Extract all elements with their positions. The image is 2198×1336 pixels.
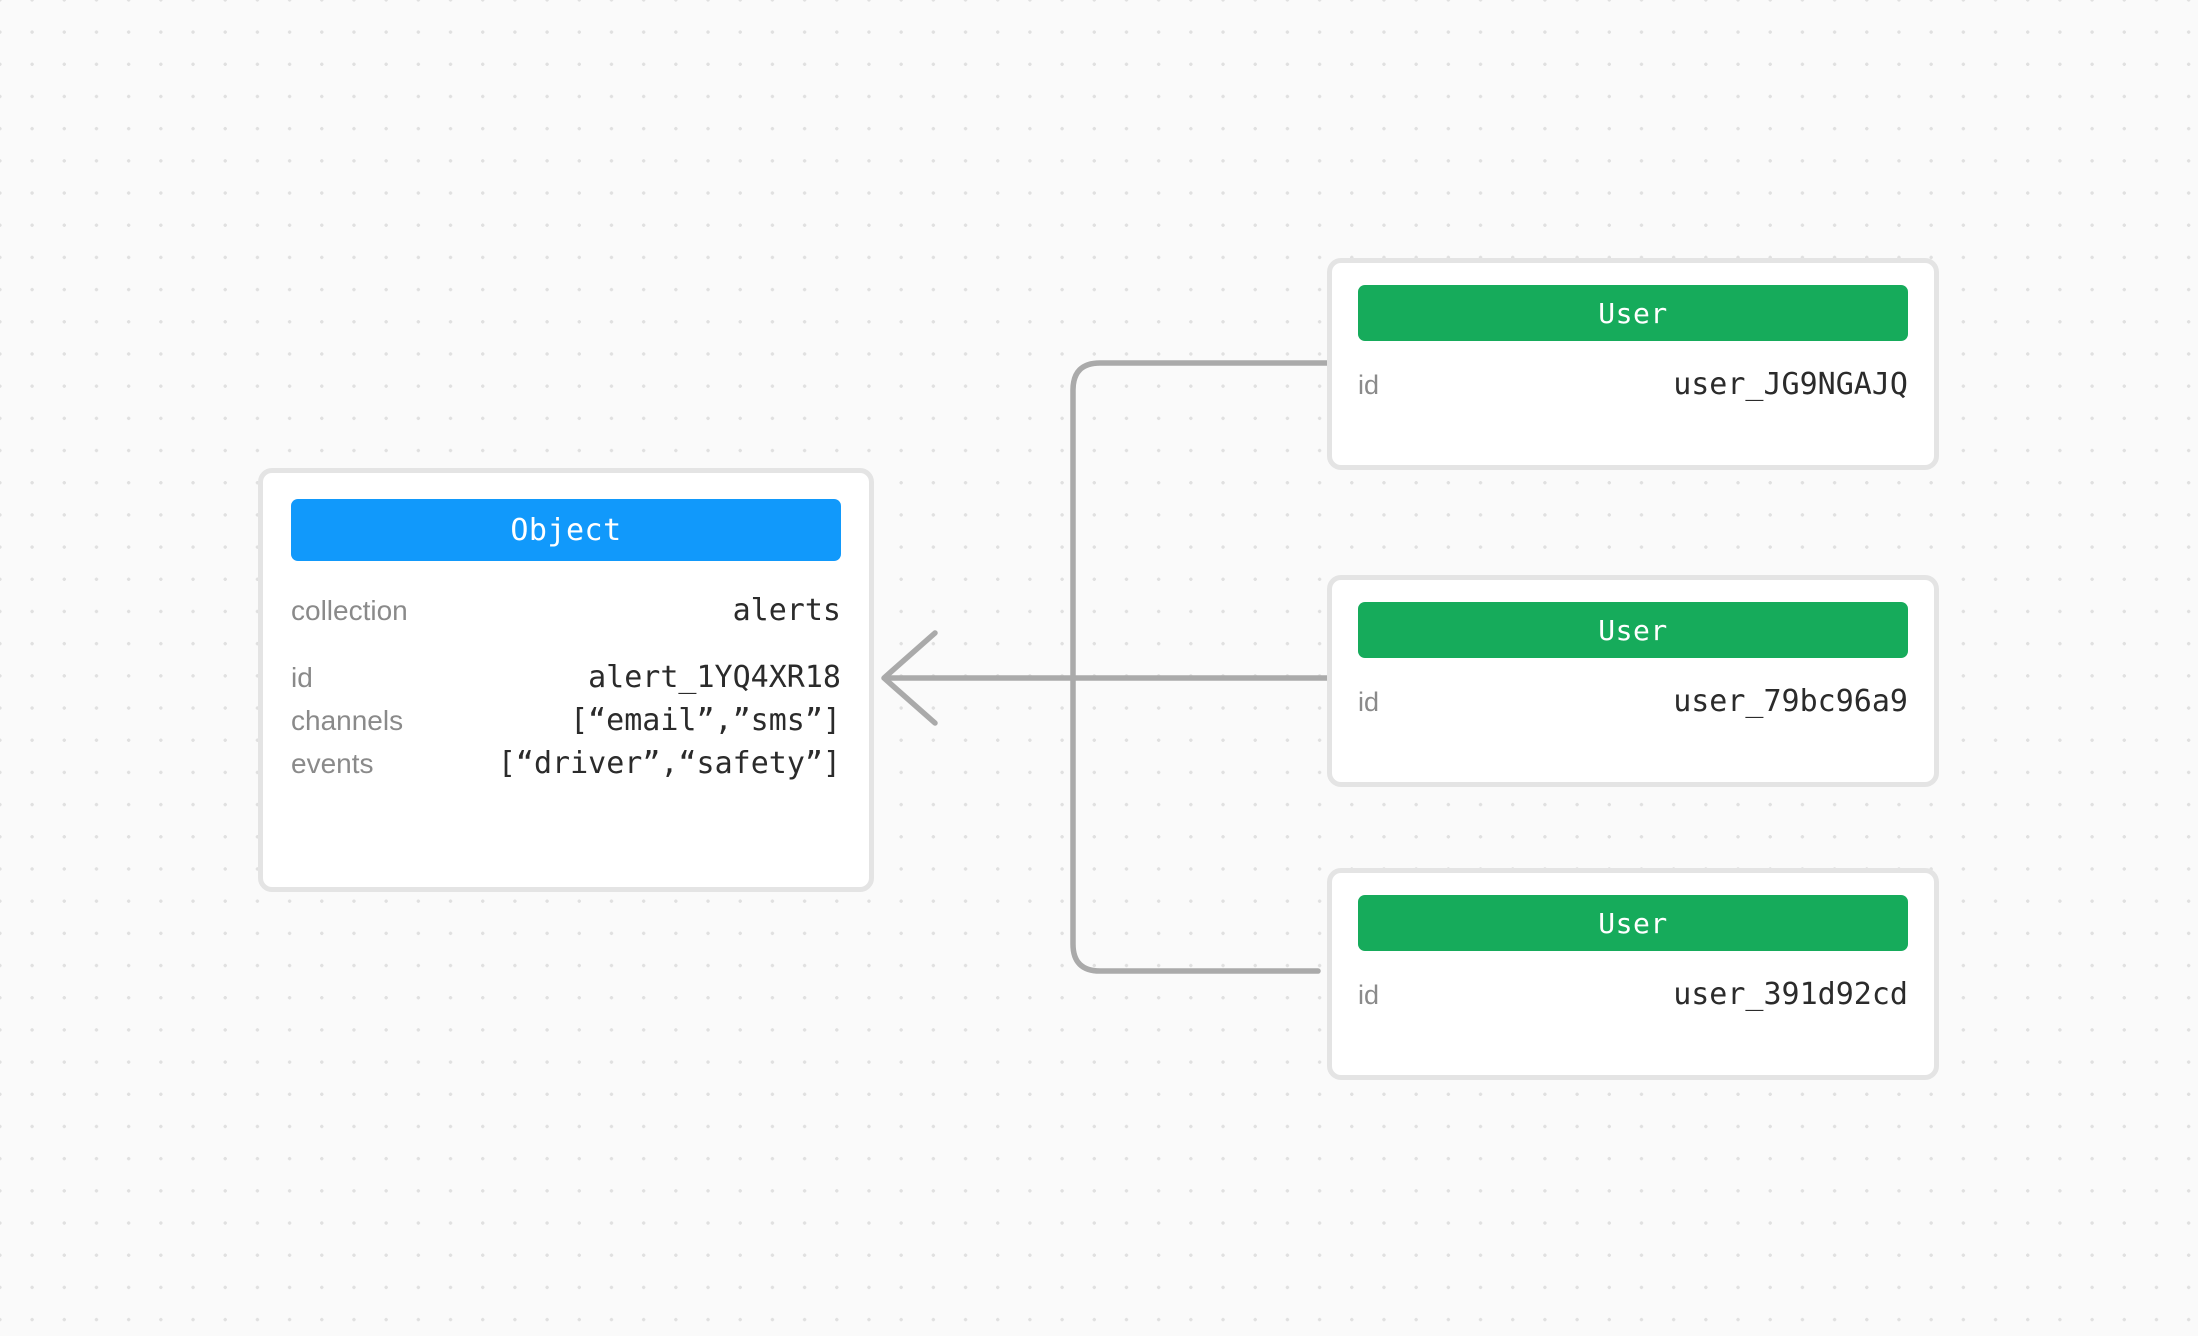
object-node-card[interactable]: Object collection alerts id alert_1YQ4XR… xyxy=(258,468,874,892)
user-node-header: User xyxy=(1358,602,1908,658)
table-row: id user_79bc96a9 xyxy=(1358,684,1908,719)
user-node-header: User xyxy=(1358,895,1908,951)
row-key-channels: channels xyxy=(291,705,404,736)
row-value-id: alert_1YQ4XR18 xyxy=(588,660,841,695)
row-value-channels: [“email”,”sms”] xyxy=(570,703,841,738)
table-row: channels [“email”,”sms”] xyxy=(291,699,841,742)
table-row: id user_JG9NGAJQ xyxy=(1358,367,1908,402)
row-key-events: events xyxy=(291,748,374,779)
user-node-card[interactable]: User id user_79bc96a9 xyxy=(1327,575,1939,787)
row-key-id: id xyxy=(1358,687,1380,717)
table-row: id alert_1YQ4XR18 xyxy=(291,656,841,699)
user-node-rows: id user_79bc96a9 xyxy=(1358,684,1908,719)
table-row: collection alerts xyxy=(291,589,841,632)
edge-arrowhead xyxy=(881,630,938,726)
row-value-id: user_391d92cd xyxy=(1673,977,1908,1012)
user-node-header: User xyxy=(1358,285,1908,341)
user-node-rows: id user_JG9NGAJQ xyxy=(1358,367,1908,402)
row-key-id: id xyxy=(291,662,313,693)
user-node-rows: id user_391d92cd xyxy=(1358,977,1908,1012)
object-node-rows: collection alerts id alert_1YQ4XR18 chan… xyxy=(291,589,841,785)
user-node-card[interactable]: User id user_JG9NGAJQ xyxy=(1327,258,1939,470)
edge-user-0 xyxy=(1070,360,1330,681)
row-value-events: [“driver”,“safety”] xyxy=(497,746,841,781)
table-row: events [“driver”,“safety”] xyxy=(291,742,841,785)
user-node-card[interactable]: User id user_391d92cd xyxy=(1327,868,1939,1080)
row-value-collection: alerts xyxy=(732,593,841,628)
row-key-collection: collection xyxy=(291,595,408,626)
row-key-id: id xyxy=(1358,980,1380,1010)
table-row: id user_391d92cd xyxy=(1358,977,1908,1012)
row-value-id: user_79bc96a9 xyxy=(1673,684,1908,719)
row-value-id: user_JG9NGAJQ xyxy=(1673,367,1908,402)
object-node-header: Object xyxy=(291,499,841,561)
edge-user-2 xyxy=(1070,675,1321,974)
row-key-id: id xyxy=(1358,370,1380,400)
